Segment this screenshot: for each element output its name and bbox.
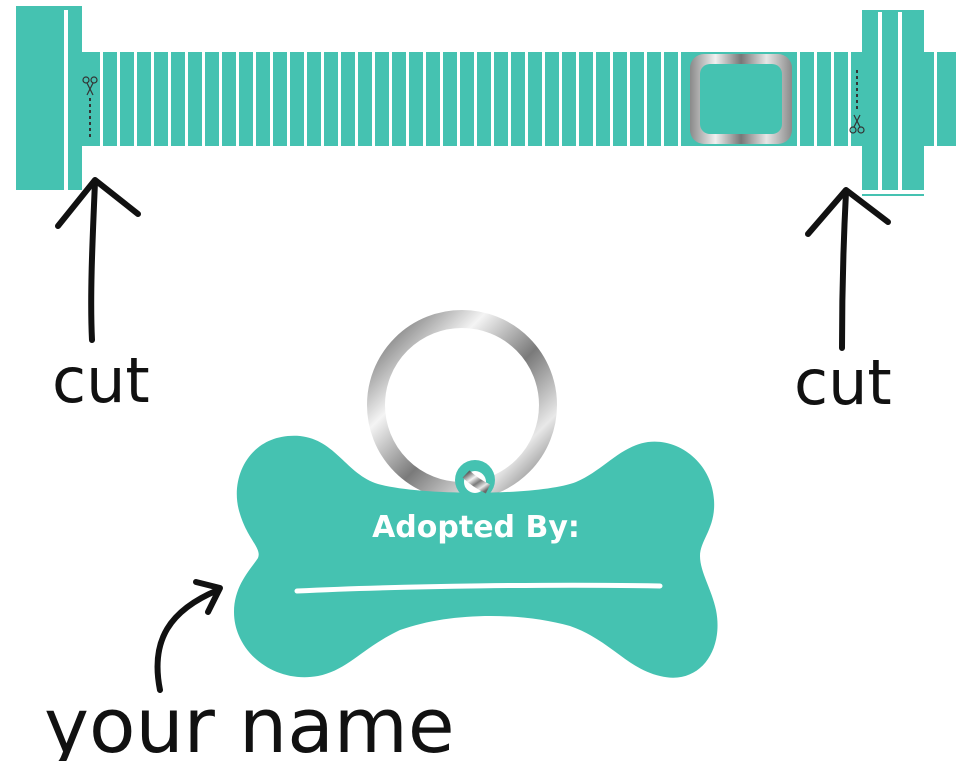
collar-stripe	[678, 52, 681, 146]
collar-stripe	[321, 52, 324, 146]
collar-stripe	[627, 52, 630, 146]
collar-stripe	[287, 52, 290, 146]
collar-stripe	[797, 52, 800, 146]
collar-stripe	[848, 52, 851, 146]
collar-stripe	[304, 52, 307, 146]
cut-label-left: cut	[52, 344, 150, 417]
collar-stripe	[151, 52, 154, 146]
collar-stripe	[236, 52, 239, 146]
bone-tag: Adopted By:	[234, 435, 718, 678]
collar-stripe	[440, 52, 443, 146]
collar-right-end	[862, 10, 924, 196]
collar-stripe	[491, 52, 494, 146]
collar-stripe	[202, 52, 205, 146]
collar-stripe	[270, 52, 273, 146]
scissors-icon	[849, 114, 865, 134]
collar-stripe	[100, 52, 103, 146]
collar-stripe	[508, 52, 511, 146]
collar-stripe	[474, 52, 477, 146]
collar-stripe	[338, 52, 341, 146]
collar-stripes	[100, 52, 851, 146]
name-line	[294, 582, 663, 594]
collar-stripe	[644, 52, 647, 146]
collar-stripe	[457, 52, 460, 146]
arrow-up-icon	[805, 187, 891, 351]
collar-stripe	[372, 52, 375, 146]
cut-label-right: cut	[794, 346, 892, 419]
your-name-label: your name	[44, 681, 455, 761]
collar-stripe	[253, 52, 256, 146]
collar-stripe	[593, 52, 596, 146]
collar-stripe	[219, 52, 222, 146]
collar-strip	[16, 6, 956, 196]
collar-stripe	[389, 52, 392, 146]
collar-stripe	[576, 52, 579, 146]
collar-stripe	[185, 52, 188, 146]
collar-stripe	[661, 52, 664, 146]
arrow-up-icon	[55, 177, 141, 343]
curved-arrow-icon	[154, 579, 223, 693]
collar-stripe	[406, 52, 409, 146]
collar-stripe	[134, 52, 137, 146]
collar-stripe	[542, 52, 545, 146]
collar-stripe	[117, 52, 120, 146]
collar-band	[82, 52, 956, 146]
buckle-icon	[690, 54, 792, 144]
collar-stripe	[814, 52, 817, 146]
collar-stripe	[355, 52, 358, 146]
collar-stripe	[168, 52, 171, 146]
collar-stripe	[525, 52, 528, 146]
collar-stripe	[831, 52, 834, 146]
collar-stripe	[423, 52, 426, 146]
collar-stripe	[559, 52, 562, 146]
collar-left-end	[16, 6, 82, 190]
scissors-icon	[82, 76, 98, 96]
adopted-by-label: Adopted By:	[372, 510, 580, 545]
collar-stripe	[610, 52, 613, 146]
